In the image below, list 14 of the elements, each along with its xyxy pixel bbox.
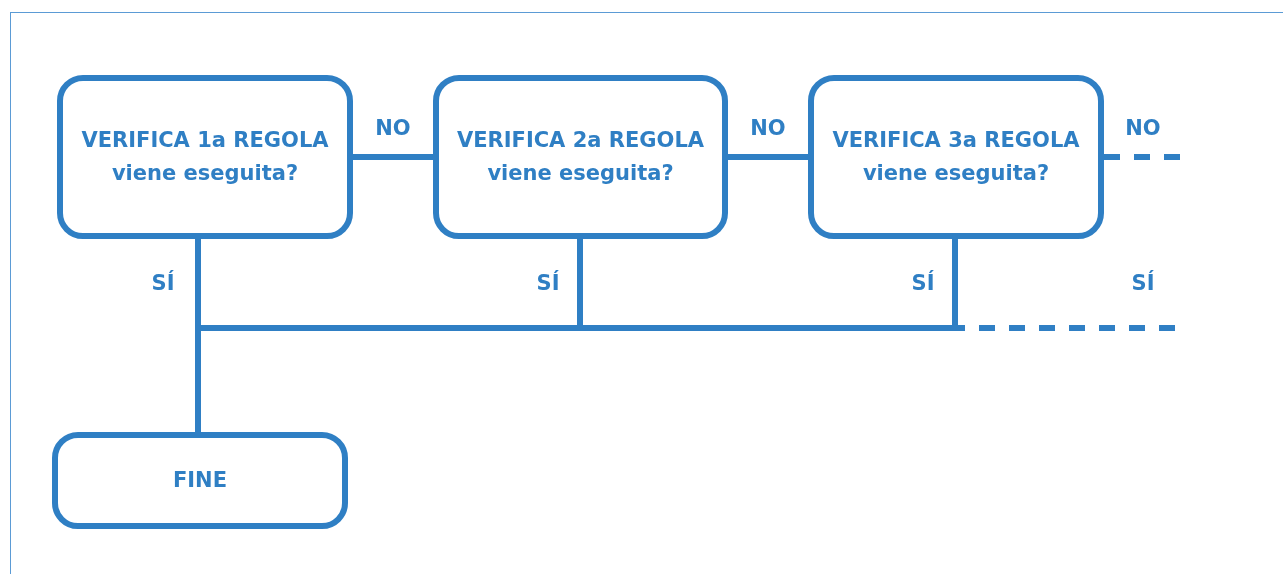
process-box [433,75,728,239]
box-text: FINE [172,467,228,494]
process-box [57,75,353,239]
connector-line [353,154,433,160]
box-text: VERIFICA 2a REGOLA [456,127,705,154]
connector-line [728,154,808,160]
process-box [52,432,348,529]
box-text: VERIFICA 3a REGOLA [832,127,1080,154]
box-text: viene eseguita? [111,160,299,187]
box-text: VERIFICA 1a REGOLA [81,127,329,154]
box-text: viene eseguita? [862,160,1050,187]
connector-line [1104,154,1183,160]
process-box [808,75,1104,239]
box-text: viene eseguita? [487,160,674,187]
